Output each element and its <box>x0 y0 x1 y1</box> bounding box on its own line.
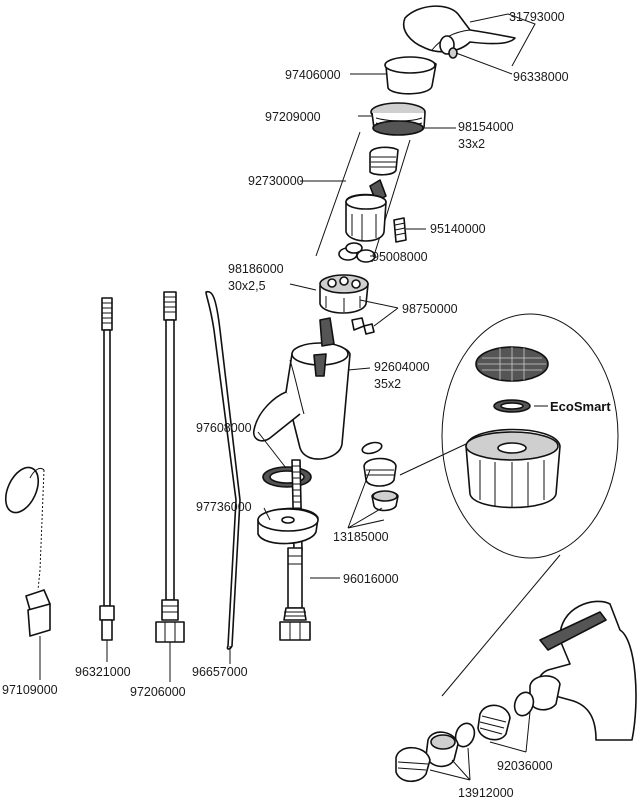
label-92604000-size: 35x2 <box>374 377 401 391</box>
small-mixer <box>441 554 637 741</box>
set-screw <box>448 47 458 59</box>
label-97209000: 97209000 <box>265 110 321 124</box>
label-97406000: 97406000 <box>285 68 341 82</box>
label-92604000: 92604000 <box>374 360 430 374</box>
plug-chain <box>4 466 51 637</box>
mixer-body <box>252 317 351 460</box>
popup-waste <box>279 547 311 641</box>
small-screws <box>351 317 375 335</box>
bottom-aerator-parts <box>395 691 535 783</box>
ecosmart-detail <box>399 313 619 559</box>
part-labels: 31793000 96338000 97406000 97209000 9815… <box>2 10 611 800</box>
fixing-screw <box>393 217 407 243</box>
label-96657000: 96657000 <box>192 665 248 679</box>
base-gasket <box>262 466 312 488</box>
label-96016000: 96016000 <box>343 572 399 586</box>
label-96321000: 96321000 <box>75 665 131 679</box>
label-96338000: 96338000 <box>513 70 569 84</box>
fixing-plate <box>257 507 319 545</box>
label-92036000: 92036000 <box>497 759 553 773</box>
hose-97206000 <box>155 291 185 643</box>
label-98154000: 98154000 <box>458 120 514 134</box>
handle-lever <box>403 5 516 55</box>
cap-ring <box>384 56 437 95</box>
label-95008000: 95008000 <box>372 250 428 264</box>
label-95140000: 95140000 <box>430 222 486 236</box>
label-31793000: 31793000 <box>509 10 565 24</box>
label-ecosmart: EcoSmart <box>550 399 611 414</box>
hose-96321000 <box>99 297 115 641</box>
label-97736000: 97736000 <box>196 500 252 514</box>
label-13185000: 13185000 <box>333 530 389 544</box>
label-97608000: 97608000 <box>196 421 252 435</box>
label-98750000: 98750000 <box>402 302 458 316</box>
label-13912000: 13912000 <box>458 786 514 800</box>
label-98154000-size: 33x2 <box>458 137 485 151</box>
pull-rod-96657000 <box>205 290 241 650</box>
cartridge <box>315 131 411 263</box>
lock-nut <box>370 102 426 136</box>
label-98186000-size: 30x2,5 <box>228 279 266 293</box>
label-92730000: 92730000 <box>248 174 304 188</box>
cartridge-base <box>319 274 369 314</box>
label-98186000: 98186000 <box>228 262 284 276</box>
aerator-parts <box>361 441 399 512</box>
label-97206000: 97206000 <box>130 685 186 699</box>
seal-set <box>338 242 376 263</box>
label-97109000: 97109000 <box>2 683 58 697</box>
leader-lines <box>39 13 536 781</box>
